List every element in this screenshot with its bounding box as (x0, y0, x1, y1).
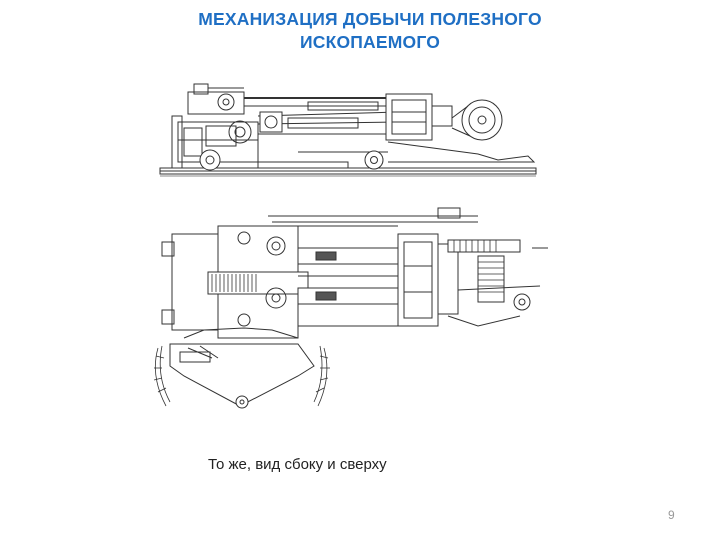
slide-title-line1: МЕХАНИЗАЦИЯ ДОБЫЧИ ПОЛЕЗНОГО (198, 9, 542, 29)
page-number: 9 (668, 508, 675, 522)
machine-drawing (148, 76, 554, 420)
side-view-drawing (160, 84, 536, 176)
slide-title: МЕХАНИЗАЦИЯ ДОБЫЧИ ПОЛЕЗНОГО ИСКОПАЕМОГО (140, 8, 600, 54)
top-view-drawing (154, 208, 548, 408)
figure-caption: То же, вид сбоку и сверху (208, 456, 387, 473)
slide-title-line2: ИСКОПАЕМОГО (299, 32, 441, 52)
